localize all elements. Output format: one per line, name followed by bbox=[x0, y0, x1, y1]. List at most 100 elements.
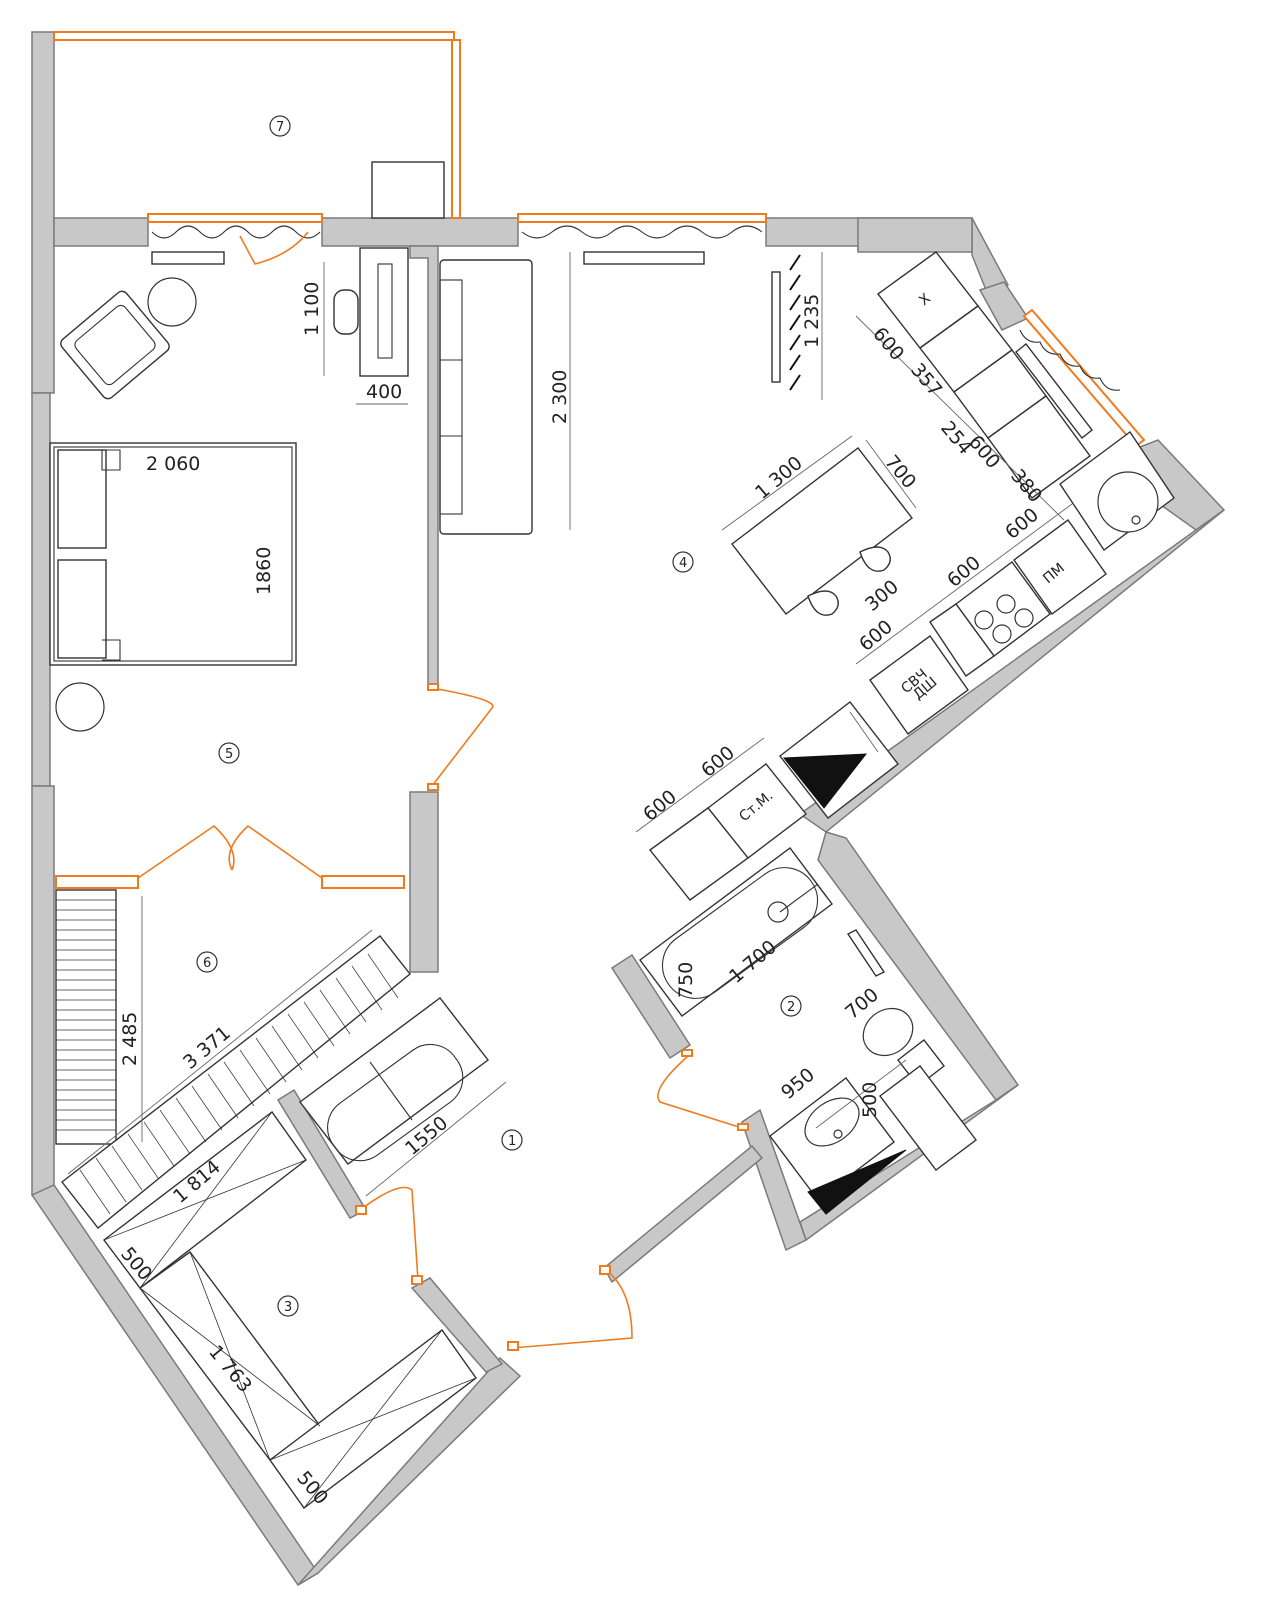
room-marker-7: 7 bbox=[269, 115, 291, 137]
room-marker-3: 3 bbox=[277, 1295, 299, 1317]
armchair bbox=[60, 290, 170, 400]
walk-in-closet bbox=[103, 1111, 477, 1509]
bed-inner bbox=[53, 446, 293, 662]
bath-door-jamb-2 bbox=[737, 1123, 749, 1131]
wall-kitchen-niche bbox=[857, 217, 973, 253]
wall-bath-lower-left bbox=[741, 1108, 807, 1252]
radiator-living bbox=[583, 251, 705, 265]
closet-jamb-2 bbox=[411, 1275, 423, 1285]
cabinet-3 bbox=[987, 395, 1091, 499]
balcony-window-right bbox=[451, 39, 461, 219]
dim-hall-600b: 600 bbox=[697, 742, 739, 782]
kitchen-sink-drain bbox=[1131, 515, 1141, 525]
hall-washer bbox=[648, 763, 807, 901]
dressing-room bbox=[55, 824, 411, 1229]
bed-pillow-top bbox=[57, 449, 107, 549]
shower-mixer bbox=[779, 871, 827, 913]
wall-bath-left bbox=[610, 953, 692, 1060]
dressing-double-door bbox=[137, 824, 323, 879]
dim-hall-600a: 600 bbox=[639, 786, 681, 826]
balcony bbox=[53, 31, 461, 265]
room-marker-2: 2 bbox=[780, 995, 802, 1017]
svg-text:6: 6 bbox=[203, 956, 211, 971]
tv-hatch bbox=[789, 254, 801, 391]
toilet-bowl bbox=[862, 1007, 914, 1057]
desk-chair bbox=[333, 289, 359, 335]
bed-pillow-bottom bbox=[57, 559, 107, 659]
closet-jamb-1 bbox=[355, 1205, 367, 1215]
bedroom-door bbox=[431, 687, 494, 787]
dishwasher bbox=[1013, 519, 1107, 615]
shoe-rack bbox=[55, 889, 117, 1145]
bedside-round bbox=[55, 682, 105, 732]
door-jamb-1 bbox=[427, 683, 439, 691]
desk bbox=[359, 247, 409, 377]
window-kitchen bbox=[1022, 308, 1146, 448]
room-marker-6: 6 bbox=[196, 951, 218, 973]
closet-crosses bbox=[103, 1111, 477, 1509]
wall-balcony-left bbox=[53, 217, 149, 247]
wall-entrance-right bbox=[603, 1144, 764, 1284]
dressing-door-jamb-right bbox=[321, 875, 405, 889]
walls bbox=[30, 31, 1226, 1587]
counter-1 bbox=[929, 603, 995, 677]
balcony-door-swing bbox=[239, 231, 309, 265]
bath-sink-drain bbox=[833, 1129, 843, 1139]
shoe-rack-slats bbox=[56, 899, 116, 1131]
bathroom bbox=[639, 847, 977, 1215]
wall-balcony-mid bbox=[321, 217, 519, 247]
window-living-top bbox=[517, 213, 767, 223]
balcony-window-top bbox=[53, 31, 455, 41]
dim-bath-width: 750 bbox=[675, 962, 697, 998]
wall-left-lower bbox=[31, 785, 55, 1196]
svg-text:2: 2 bbox=[787, 1000, 795, 1015]
living-windows bbox=[517, 213, 1146, 448]
dim-kitchen-600e: 600 bbox=[855, 616, 897, 656]
wall-partition-lower bbox=[409, 791, 439, 973]
dim-desk-depth: 1 100 bbox=[301, 282, 323, 336]
room-numbers: 7 4 5 6 2 1 3 bbox=[196, 115, 802, 1317]
dining-chairs bbox=[807, 546, 891, 616]
niche-dark bbox=[782, 753, 868, 809]
dim-closet-height: 2 485 bbox=[119, 1012, 141, 1066]
svg-text:3: 3 bbox=[284, 1300, 292, 1315]
svg-text:1: 1 bbox=[508, 1134, 516, 1149]
bathtub-inner bbox=[661, 867, 819, 999]
dim-kitchen-600c: 600 bbox=[1001, 504, 1043, 544]
room-marker-5: 5 bbox=[218, 742, 240, 764]
tv bbox=[771, 271, 781, 383]
dim-bed-length: 2 060 bbox=[146, 453, 200, 475]
bathtub bbox=[639, 847, 833, 1017]
wardrobe-diagonal bbox=[61, 935, 411, 1229]
side-table-round bbox=[147, 277, 197, 327]
niche-line bbox=[849, 711, 879, 753]
room-marker-4: 4 bbox=[672, 551, 694, 573]
bath-cabinet-2 bbox=[879, 1065, 977, 1171]
svg-text:5: 5 bbox=[225, 747, 233, 762]
hall-sofa-inner bbox=[327, 1043, 464, 1162]
hall-sofa-seam bbox=[369, 1061, 413, 1121]
bed-blanket-fold bbox=[101, 449, 121, 661]
dim-kitchen-600d: 600 bbox=[943, 552, 985, 592]
entrance-jamb-2 bbox=[599, 1265, 611, 1275]
towel-rail bbox=[846, 929, 886, 977]
microwave-oven-cabinet bbox=[869, 635, 969, 735]
hall bbox=[299, 997, 633, 1351]
bathroom-door bbox=[657, 1055, 743, 1129]
curtain-living bbox=[521, 225, 763, 239]
bedroom bbox=[49, 247, 494, 791]
entrance-jamb-1 bbox=[507, 1341, 519, 1351]
dim-kitchen-254: 254 bbox=[936, 417, 976, 459]
bath-door-jamb-1 bbox=[681, 1049, 693, 1057]
dim-sink-500: 500 bbox=[859, 1082, 881, 1118]
dim-living-height: 2 300 bbox=[549, 370, 571, 424]
dining-table bbox=[731, 447, 913, 615]
curtain-left bbox=[151, 225, 321, 239]
curtain-kitchen bbox=[1019, 329, 1121, 391]
room-marker-1: 1 bbox=[501, 1129, 523, 1151]
dressing-door-jamb-left bbox=[55, 875, 139, 889]
door-jamb-2 bbox=[427, 783, 439, 791]
hall-cabinet bbox=[648, 807, 750, 901]
chair-1 bbox=[859, 546, 891, 572]
dim-desk-width: 400 bbox=[366, 381, 402, 403]
